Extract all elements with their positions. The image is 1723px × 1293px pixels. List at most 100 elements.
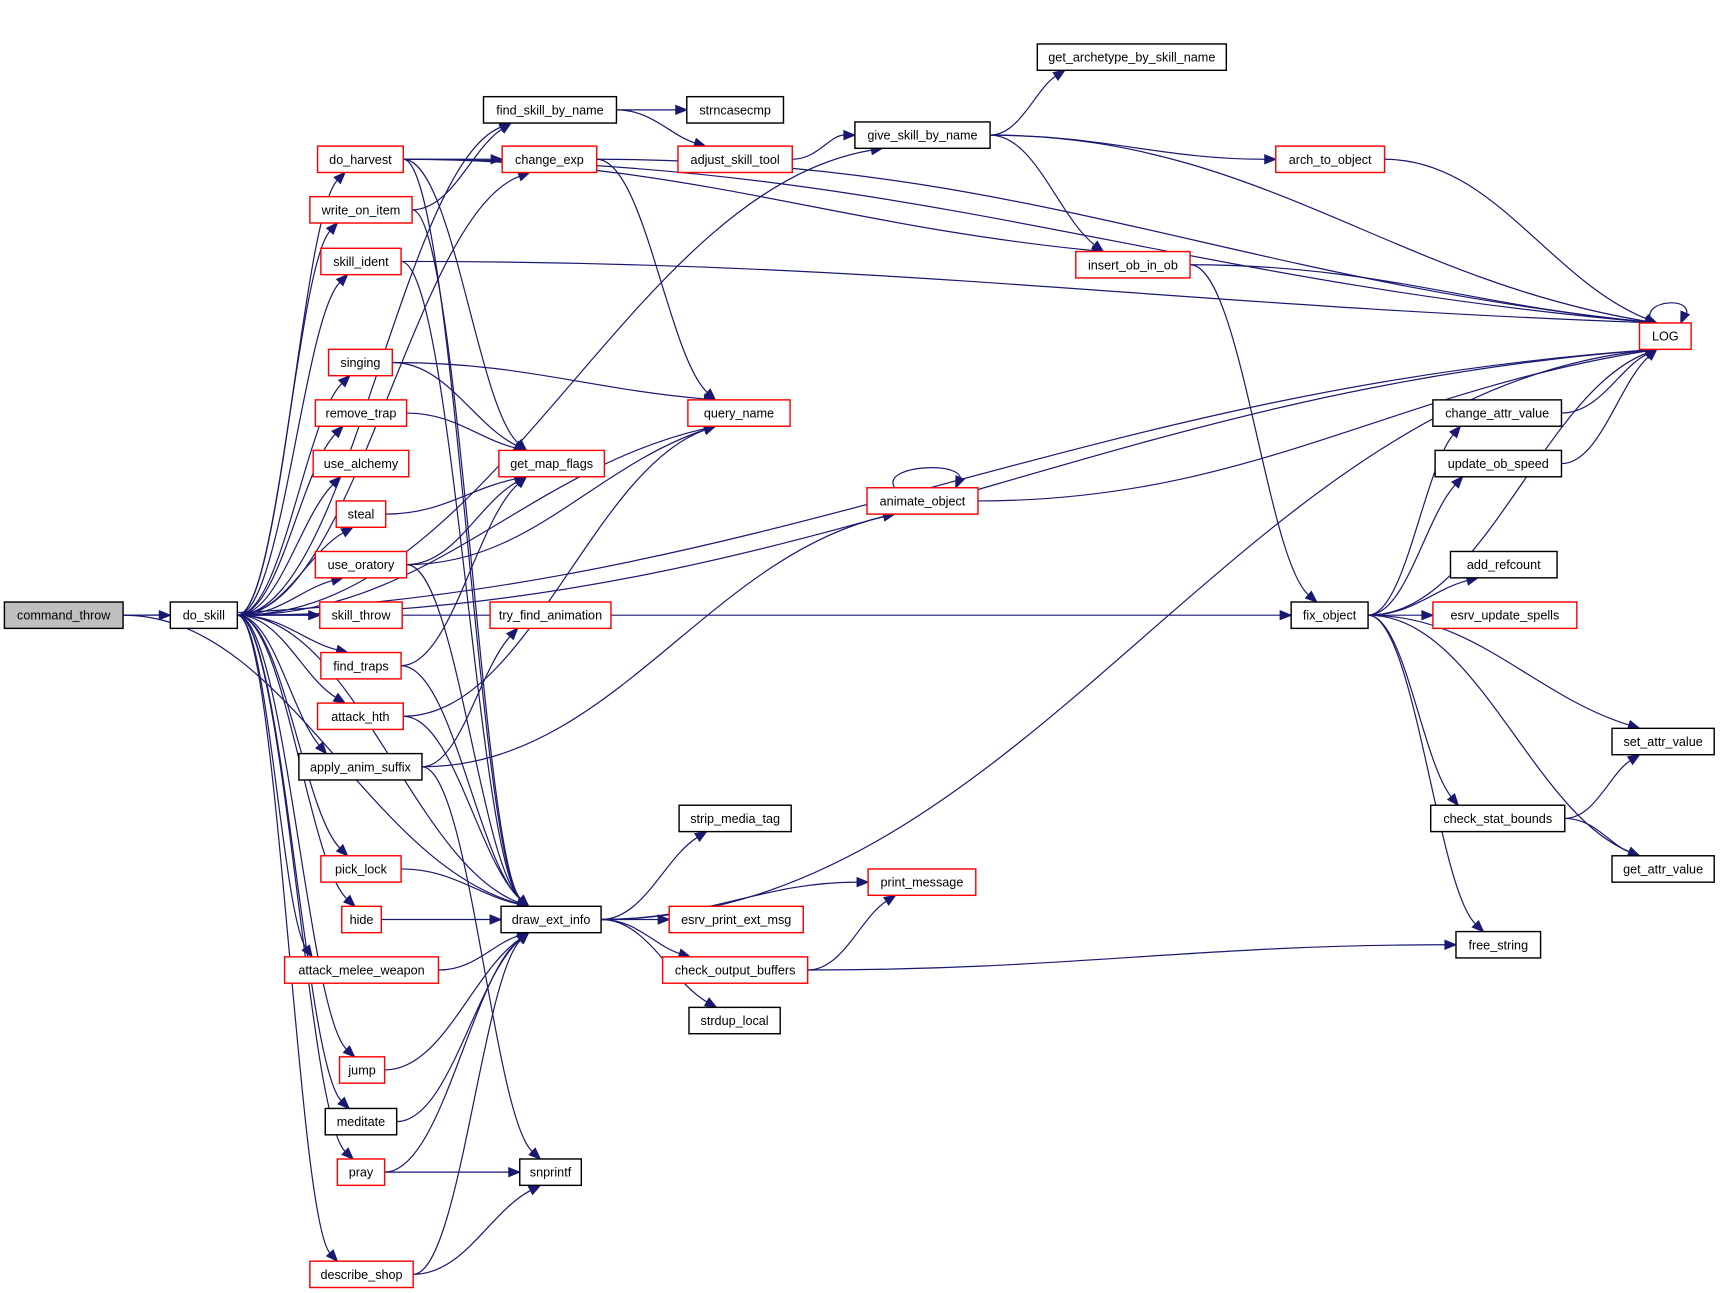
node-skill-ident[interactable]: skill_ident — [320, 247, 402, 276]
node-describe-shop[interactable]: describe_shop — [309, 1260, 414, 1289]
arrow-head-icon — [1446, 793, 1460, 807]
node-insert-ob-in-ob[interactable]: insert_ob_in_ob — [1075, 250, 1191, 279]
node-label: animate_object — [880, 494, 966, 508]
node-box — [661, 956, 809, 984]
node-remove-trap[interactable]: remove_trap — [314, 399, 408, 427]
edge-line — [384, 938, 521, 1173]
node-box — [1036, 43, 1228, 72]
arrow-head-icon — [675, 104, 689, 116]
node-label: pick_lock — [335, 863, 388, 877]
arrow-head-icon — [335, 843, 349, 857]
node-box — [316, 145, 404, 174]
node-label: adjust_skill_tool — [691, 153, 780, 167]
edge-apply-anim-suffix-to-try-find-animation — [421, 627, 519, 768]
node-change-attr-value[interactable]: change_attr_value — [1432, 399, 1563, 427]
node-apply-anim-suffix[interactable]: apply_anim_suffix — [298, 752, 423, 781]
node-label: skill_throw — [332, 609, 392, 623]
node-label: write_on_item — [321, 203, 401, 217]
arrow-head-icon — [1264, 154, 1278, 165]
node-box — [312, 449, 410, 478]
node-label: insert_ob_in_ob — [1088, 258, 1178, 272]
node-add-refcount[interactable]: add_refcount — [1449, 550, 1558, 579]
node-free-string[interactable]: free_string — [1455, 930, 1542, 959]
node-use-oratory[interactable]: use_oratory — [314, 550, 408, 579]
node-draw-ext-info[interactable]: draw_ext_info — [500, 905, 602, 934]
node-pray[interactable]: pray — [336, 1158, 386, 1187]
nodes-layer: command_throw do_skill find_skill_by_namec… — [3, 43, 1715, 1289]
node-animate-object[interactable]: animate_object — [866, 487, 979, 515]
node-use-alchemy[interactable]: use_alchemy — [312, 449, 410, 478]
node-write-on-item[interactable]: write_on_item — [309, 195, 413, 224]
node-jump[interactable]: jump — [338, 1056, 386, 1084]
node-box — [1432, 601, 1578, 630]
edge-line — [237, 532, 344, 616]
node-strncasecmp[interactable]: strncasecmp — [686, 95, 785, 124]
node-box — [320, 651, 402, 680]
arrow-head-icon — [325, 1249, 339, 1263]
node-do-harvest[interactable]: do_harvest — [316, 145, 404, 174]
node-attack-hth[interactable]: attack_hth — [316, 702, 404, 731]
node-log[interactable]: LOG — [1638, 322, 1692, 351]
node-update-ob-speed[interactable]: update_ob_speed — [1434, 449, 1563, 478]
edge-line — [1368, 614, 1630, 853]
edge-do-skill-to-steal — [237, 526, 355, 616]
edge-change-attr-value-to-log — [1561, 348, 1659, 414]
node-esrv-update-spells[interactable]: esrv_update_spells — [1432, 601, 1578, 630]
edge-line — [990, 134, 1265, 160]
arrow-head-icon — [331, 425, 344, 439]
edge-hide-to-draw-ext-info — [381, 914, 503, 925]
node-steal[interactable]: steal — [335, 500, 387, 529]
node-strip-media-tag[interactable]: strip_media_tag — [678, 804, 792, 833]
arrow-head-icon — [516, 931, 530, 945]
node-box — [498, 449, 606, 478]
node-try-find-animation[interactable]: try_find_animation — [489, 601, 612, 630]
edge-line — [1564, 817, 1630, 853]
node-find-skill-by-name[interactable]: find_skill_by_name — [482, 95, 618, 124]
edge-line — [237, 428, 705, 616]
node-check-output-buffers[interactable]: check_output_buffers — [661, 956, 809, 984]
edge-write-on-item-to-find-skill-by-name — [412, 122, 513, 211]
node-get-archetype-by-skill-name[interactable]: get_archetype_by_skill_name — [1036, 43, 1228, 72]
node-query-name[interactable]: query_name — [687, 399, 791, 427]
node-box — [319, 601, 403, 630]
node-print-message[interactable]: print_message — [867, 868, 977, 897]
edge-line — [237, 349, 1646, 616]
edge-give-skill-by-name-to-get-archetype-by-skill-name — [990, 69, 1067, 136]
node-find-traps[interactable]: find_traps — [320, 651, 402, 680]
node-meditate[interactable]: meditate — [324, 1107, 398, 1136]
node-label: esrv_update_spells — [1450, 609, 1559, 623]
node-set-attr-value[interactable]: set_attr_value — [1611, 727, 1715, 756]
node-get-attr-value[interactable]: get_attr_value — [1611, 855, 1715, 883]
edge-insert-ob-in-ob-to-fix-object — [1190, 264, 1318, 603]
node-change-exp[interactable]: change_exp — [501, 145, 598, 174]
edge-line — [403, 158, 521, 900]
node-fix-object[interactable]: fix_object — [1290, 601, 1369, 630]
edge-line — [237, 126, 501, 616]
edge-line — [1561, 356, 1649, 465]
node-box — [1638, 322, 1692, 351]
node-box — [678, 804, 792, 833]
node-get-map-flags[interactable]: get_map_flags — [498, 449, 606, 478]
edge-line — [438, 935, 519, 971]
node-adjust-skill-tool[interactable]: adjust_skill_tool — [677, 145, 793, 174]
node-do-skill[interactable]: do_skill — [169, 601, 239, 630]
node-snprintf[interactable]: snprintf — [519, 1158, 583, 1187]
node-check-stat-bounds[interactable]: check_stat_bounds — [1429, 804, 1566, 833]
node-pick-lock[interactable]: pick_lock — [320, 855, 402, 883]
edge-do-skill-to-fix-object — [237, 609, 1293, 621]
arrow-head-icon — [340, 526, 355, 538]
node-give-skill-by-name[interactable]: give_skill_by_name — [854, 121, 991, 150]
node-skill-throw[interactable]: skill_throw — [319, 601, 403, 630]
edge-fix-object-to-update-ob-speed — [1368, 475, 1464, 616]
edge-line — [403, 429, 706, 717]
node-singing[interactable]: singing — [327, 348, 394, 377]
node-attack-melee-weapon[interactable]: attack_melee_weapon — [283, 956, 440, 984]
node-arch-to-object[interactable]: arch_to_object — [1275, 145, 1386, 174]
arrow-head-icon — [314, 741, 328, 755]
node-esrv-print-ext-msg[interactable]: esrv_print_ext_msg — [668, 905, 804, 934]
node-hide[interactable]: hide — [341, 905, 383, 934]
node-strdup-local[interactable]: strdup_local — [688, 1006, 781, 1035]
node-command-throw[interactable]: command_throw — [3, 601, 124, 630]
arrow-head-icon — [856, 876, 870, 888]
edge-line — [400, 260, 521, 900]
